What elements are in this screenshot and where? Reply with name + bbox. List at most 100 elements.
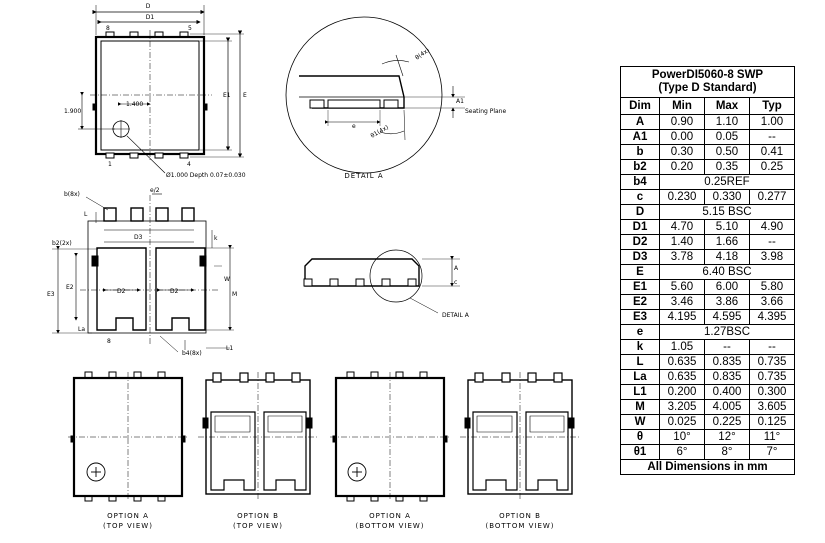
option-captions: OPTION A (TOP VIEW) OPTION B (TOP VIEW) …: [103, 512, 554, 530]
e2-label: e/2: [150, 187, 160, 194]
cell-dim: E3: [620, 309, 660, 325]
cell-dim: L1: [620, 384, 660, 400]
E2-label: E2: [66, 284, 74, 291]
cell-max: 0.35: [704, 159, 750, 175]
cell-min: 1.05: [659, 339, 705, 355]
option-b-top-caption-1: OPTION B: [237, 512, 279, 520]
table-title-row: PowerDI5060-8 SWP (Type D Standard): [620, 66, 795, 98]
cell-max: --: [704, 339, 750, 355]
L1-label: L1: [226, 345, 233, 352]
cell-max: 0.400: [704, 384, 750, 400]
option-b-bottom-caption-2: (BOTTOM VIEW): [485, 522, 554, 530]
cell-dim: E1: [620, 279, 660, 295]
cell-dim: E: [620, 264, 660, 280]
cell-dim: D1: [620, 219, 660, 235]
cell-dim: b2: [620, 159, 660, 175]
cell-max: 8°: [704, 444, 750, 460]
cell-typ: 3.98: [749, 249, 795, 265]
cell-span: 0.25REF: [659, 174, 795, 190]
cell-dim: La: [620, 369, 660, 385]
cell-dim: W: [620, 414, 660, 430]
cell-min: 0.200: [659, 384, 705, 400]
k-label: k: [214, 235, 218, 242]
option-a-bottom-caption-1: OPTION A: [369, 512, 411, 520]
pin-4-label: 4: [187, 161, 191, 168]
cell-min: 3.78: [659, 249, 705, 265]
option-a-top-caption-2: (TOP VIEW): [103, 522, 153, 530]
cell-max: 6.00: [704, 279, 750, 295]
cell-typ: 5.80: [749, 279, 795, 295]
cell-max: 12°: [704, 429, 750, 445]
cell-typ: 0.300: [749, 384, 795, 400]
cell-dim: A1: [620, 129, 660, 145]
cell-max: 5.10: [704, 219, 750, 235]
detail-a-labels: θ(4x) θ1(4x) A1 e Seating Plane DETAIL A: [344, 47, 506, 180]
cell-min: 4.70: [659, 219, 705, 235]
table-footer-row: All Dimensions in mm: [620, 459, 795, 475]
cell-span: 5.15 BSC: [659, 204, 795, 220]
cell-min: 0.635: [659, 369, 705, 385]
cell-max: 4.005: [704, 399, 750, 415]
cell-typ: 0.277: [749, 189, 795, 205]
D2-label-right: D2: [170, 288, 179, 295]
bottom-view-labels: b(8x) e/2 L k D3 b2(2x) E2 E3 D2 D2 W M …: [47, 187, 237, 357]
cell-dim: D: [620, 204, 660, 220]
E3-label: E3: [47, 291, 55, 298]
detail-a-caption: DETAIL A: [344, 172, 383, 180]
cell-min: 0.90: [659, 114, 705, 130]
top-view: [78, 5, 244, 174]
cell-max: 0.05: [704, 129, 750, 145]
cell-max: 4.18: [704, 249, 750, 265]
side-view: [303, 249, 460, 314]
D2-label-left: D2: [117, 288, 126, 295]
detail-a-view: [285, 16, 465, 174]
W-label: W: [224, 276, 230, 283]
cell-max: 4.595: [704, 309, 750, 325]
cell-min: 3.205: [659, 399, 705, 415]
label-D1: D1: [146, 14, 155, 21]
bottom-view: [52, 193, 234, 353]
cell-dim: D2: [620, 234, 660, 250]
cell-min: 0.00: [659, 129, 705, 145]
cell-typ: 1.00: [749, 114, 795, 130]
side-view-labels: A c DETAIL A: [442, 265, 470, 319]
cell-max: 1.10: [704, 114, 750, 130]
D3-label: D3: [134, 234, 143, 241]
cell-dim: θ1: [620, 444, 660, 460]
pin-1-label: 1: [108, 161, 112, 168]
b2-2x-label: b2(2x): [52, 240, 72, 247]
dim-1900: 1.900: [64, 108, 81, 115]
header-max: Max: [704, 97, 750, 115]
cell-typ: 4.90: [749, 219, 795, 235]
cell-max: 0.225: [704, 414, 750, 430]
cell-dim: b: [620, 144, 660, 160]
seating-plane-label: Seating Plane: [465, 108, 506, 115]
header-typ: Typ: [749, 97, 795, 115]
cell-dim: c: [620, 189, 660, 205]
option-a-top-caption-1: OPTION A: [107, 512, 149, 520]
L-label: L: [84, 211, 88, 218]
cell-typ: 0.125: [749, 414, 795, 430]
pin-8-bottom-label: 8: [107, 338, 111, 345]
cell-dim: e: [620, 324, 660, 340]
cell-min: 5.60: [659, 279, 705, 295]
header-min: Min: [659, 97, 705, 115]
cell-typ: 3.66: [749, 294, 795, 310]
label-E: E: [243, 92, 247, 99]
cell-min: 0.20: [659, 159, 705, 175]
